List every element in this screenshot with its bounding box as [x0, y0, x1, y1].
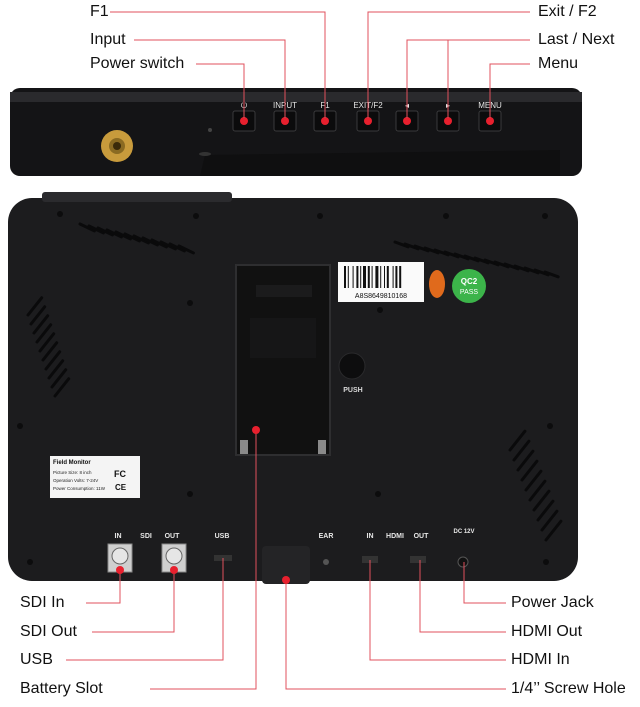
push-button-icon: [338, 352, 366, 380]
hdmi-out-port: [410, 556, 426, 563]
qc-pass-badge: [452, 269, 486, 303]
marker-dot: [403, 117, 411, 125]
callout-line-power-jack: [463, 562, 506, 604]
callout-menu: Menu: [538, 55, 579, 72]
callout-line-f1: [110, 11, 326, 118]
callout-line-menu: [489, 63, 530, 118]
callout-line-sdi-out: [92, 570, 175, 633]
back-panel: PUSH A8S8649810168 QC2 PASS Field Monito…: [8, 192, 578, 584]
spec-label: Field Monitor Picture Size: 8 inch Opera…: [50, 456, 140, 498]
spec-title: Field Monitor: [53, 460, 91, 466]
port-label-dc: DC 12V: [453, 529, 474, 535]
port-label-hdmi-in: IN: [367, 533, 374, 540]
vent-top-left: [78, 222, 195, 255]
callout-line-screw: [285, 580, 506, 690]
marker-dot: [282, 576, 290, 584]
qc-label: QC2: [461, 277, 478, 286]
callout-battery-slot: Battery Slot: [20, 680, 103, 697]
marker-dot: [486, 117, 494, 125]
callout-line-exit: [367, 11, 530, 118]
barcode-text: A8S8649810168: [355, 293, 407, 300]
sdi-out-port: [161, 543, 187, 573]
qc-badge-orange: [429, 270, 445, 298]
callout-f1: F1: [90, 3, 109, 20]
callout-line-sdi-in: [86, 570, 121, 604]
callout-line-input: [134, 39, 286, 118]
push-label: PUSH: [343, 387, 362, 394]
port-label-ear: EAR: [319, 533, 334, 540]
callout-exit-f2: Exit / F2: [538, 3, 597, 20]
port-label-sdi-out: OUT: [165, 533, 181, 540]
spec-line: Operation Volts: 7-24V: [53, 478, 98, 483]
port-label-hdmi-out: OUT: [414, 533, 430, 540]
callout-sdi-out: SDI Out: [20, 623, 77, 640]
hdmi-in-port: [362, 556, 378, 563]
callout-line-battery: [150, 430, 257, 690]
port-label-usb: USB: [215, 533, 230, 540]
vent-top-right: [393, 240, 560, 279]
marker-dot: [252, 426, 260, 434]
port-label-hdmi: HDMI: [386, 533, 404, 540]
spec-line: Power Consumption: 11W: [53, 486, 106, 491]
callout-hdmi-out: HDMI Out: [511, 623, 583, 640]
callout-usb: USB: [20, 651, 53, 668]
callout-power-jack: Power Jack: [511, 594, 594, 611]
screw-mount-block: [262, 546, 310, 584]
callout-sdi-in: SDI In: [20, 594, 65, 611]
spec-line: Picture Size: 8 inch: [53, 470, 92, 475]
ce-mark: CE: [115, 483, 127, 492]
marker-dot: [116, 566, 124, 574]
callout-screw-hole: 1/4’’ Screw Hole: [511, 680, 626, 697]
port-label-sdi: SDI: [140, 533, 152, 540]
ear-port: [323, 559, 329, 565]
callout-last-next: Last / Next: [538, 31, 615, 48]
marker-dot: [170, 566, 178, 574]
callout-line-last: [406, 39, 530, 118]
marker-dot: [364, 117, 372, 125]
vent-right: [508, 429, 563, 542]
callout-line-power: [196, 63, 245, 118]
callout-markers: [116, 426, 290, 584]
callout-hdmi-in: HDMI In: [511, 651, 570, 668]
callout-power-switch: Power switch: [90, 55, 185, 72]
barcode-sticker: A8S8649810168: [338, 262, 424, 302]
marker-dot: [240, 117, 248, 125]
callout-input: Input: [90, 31, 126, 48]
callout-line-hdmi-out: [419, 560, 506, 633]
marker-dot: [321, 117, 329, 125]
callout-line-usb: [66, 558, 224, 661]
pass-label: PASS: [460, 289, 478, 296]
dc-jack: [457, 556, 469, 568]
marker-dot: [281, 117, 289, 125]
fc-mark: FC: [114, 469, 126, 479]
port-label-sdi-in: IN: [115, 533, 122, 540]
screw-holes: [17, 211, 553, 565]
callout-line-hdmi-in: [369, 560, 506, 661]
callout-lines: [66, 11, 530, 690]
marker-dot: [444, 117, 452, 125]
vent-left: [26, 296, 71, 398]
